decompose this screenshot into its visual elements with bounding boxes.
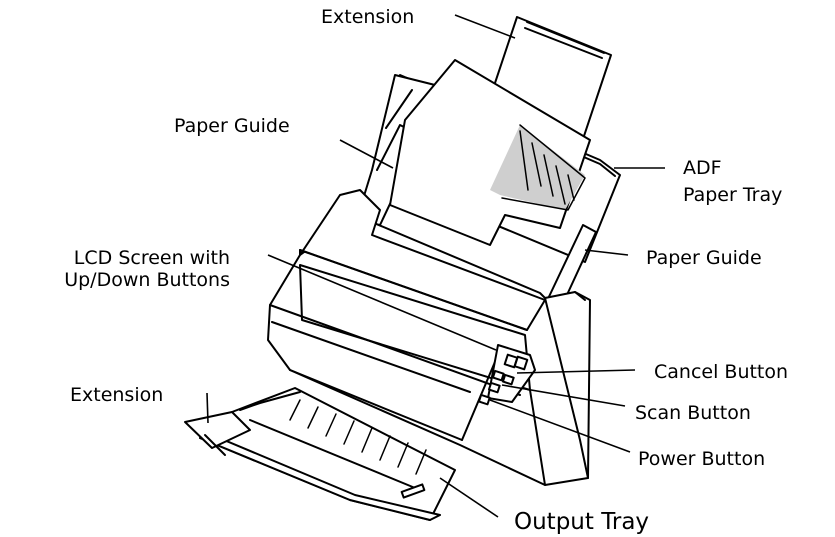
- label-scan-button: Scan Button: [635, 402, 751, 424]
- label-adf-paper-tray: ADF Paper Tray: [683, 157, 782, 206]
- leader-paper-guide-right: [584, 249, 629, 256]
- scanner-body: [267, 189, 591, 486]
- leader-output-tray: [439, 477, 499, 518]
- label-cancel-button: Cancel Button: [654, 361, 789, 383]
- label-paper-guide-right: Paper Guide: [646, 247, 762, 269]
- output-tray-extension: [184, 411, 251, 456]
- label-extension-left: Extension: [70, 384, 164, 406]
- leader-extension-top: [454, 14, 516, 39]
- label-adf-line2: Paper Tray: [683, 184, 783, 206]
- leader-extension-left: [206, 392, 209, 424]
- label-lcd-line1: LCD Screen with: [73, 247, 230, 269]
- label-output-tray: Output Tray: [514, 509, 650, 535]
- leader-lines: [206, 14, 665, 518]
- label-extension-top: Extension: [321, 6, 415, 28]
- label-adf-line1: ADF: [683, 157, 722, 179]
- paper-sheet: [389, 59, 591, 246]
- leader-cancel-button: [516, 369, 636, 374]
- label-paper-guide-left: Paper Guide: [174, 115, 290, 137]
- leader-power-button: [489, 399, 631, 453]
- label-lcd-line2: Up/Down Buttons: [64, 269, 230, 291]
- leader-paper-guide-left: [339, 139, 394, 169]
- leader-scan-button: [501, 384, 626, 407]
- label-lcd-screen: LCD Screen with Up/Down Buttons: [0, 247, 230, 291]
- control-panel: [477, 344, 536, 406]
- label-power-button: Power Button: [638, 448, 766, 470]
- leader-lcd-screen: [267, 254, 497, 351]
